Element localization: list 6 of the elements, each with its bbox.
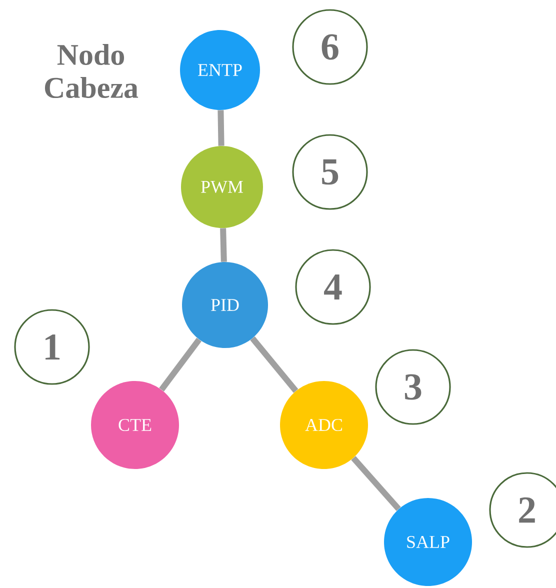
connector-line <box>351 456 401 511</box>
connector-line <box>250 336 298 393</box>
connector-line <box>159 338 202 392</box>
connector-line <box>218 110 224 146</box>
connector-line <box>220 228 227 262</box>
heading-text: Nodo Cabeza <box>44 44 138 98</box>
